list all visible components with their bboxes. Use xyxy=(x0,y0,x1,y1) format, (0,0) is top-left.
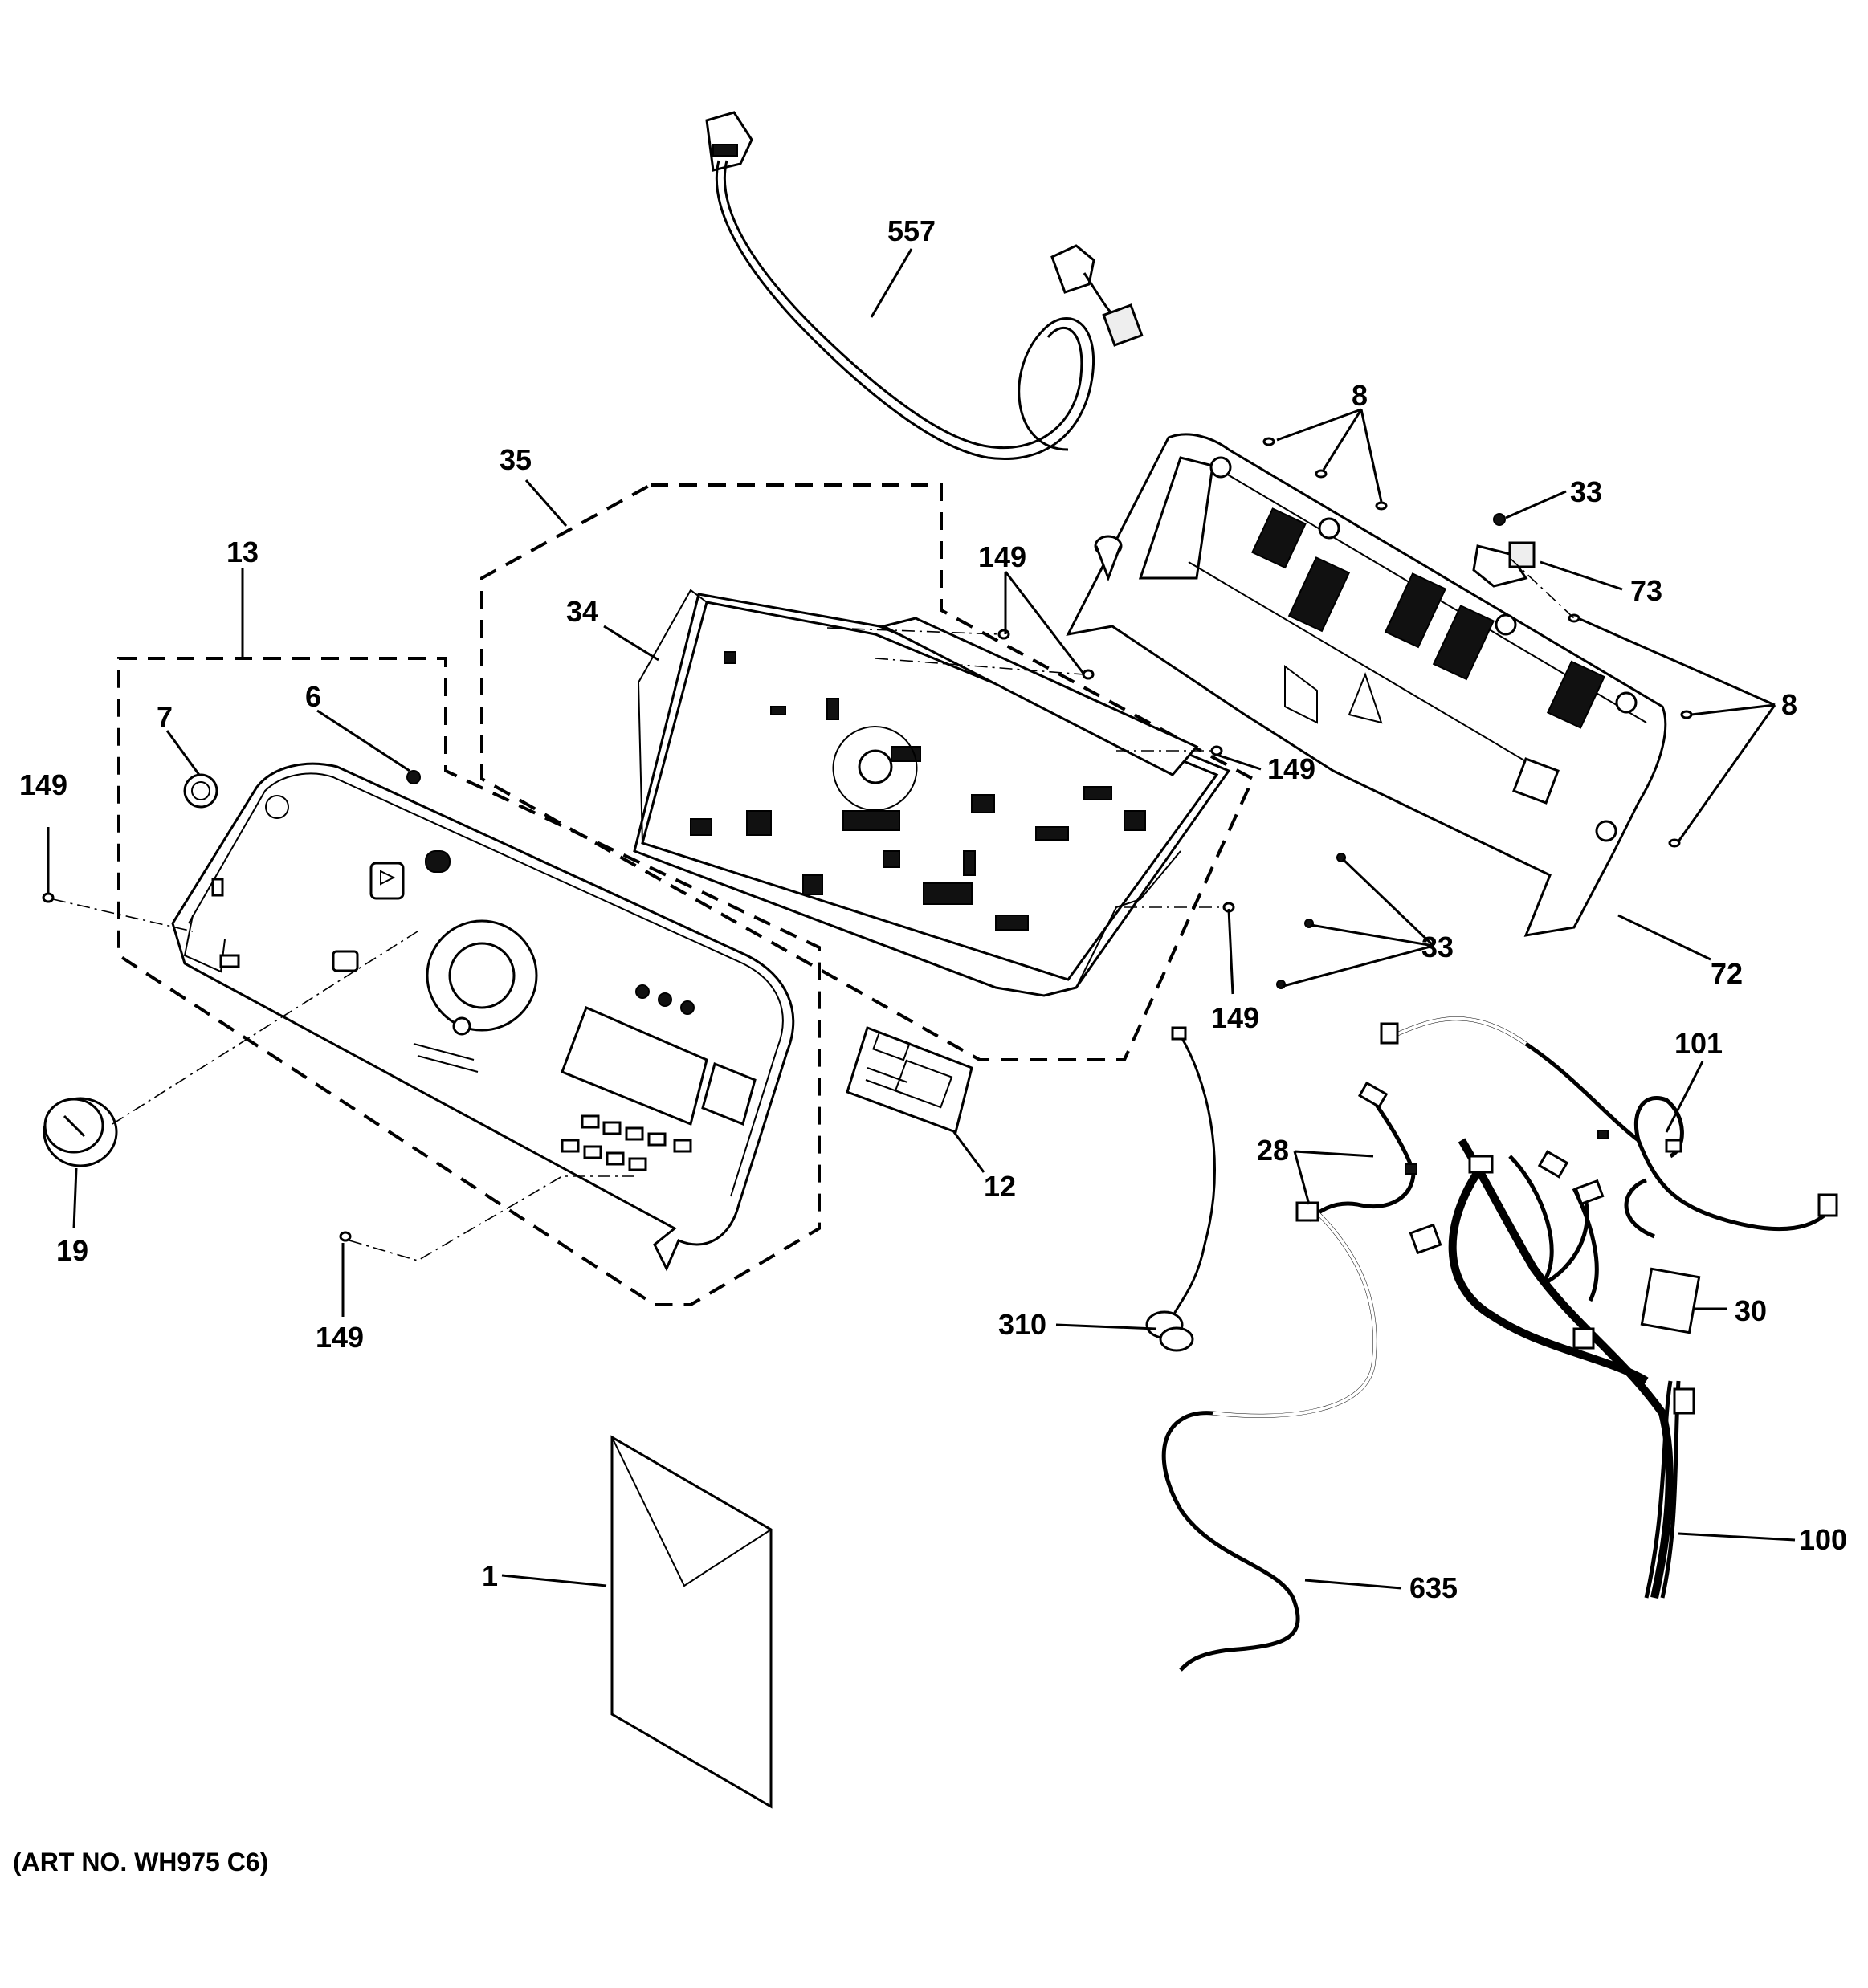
selector-knob-part xyxy=(43,1097,118,1167)
callout-1: 1 xyxy=(482,1559,498,1592)
button-part xyxy=(406,770,421,784)
callout-35: 35 xyxy=(500,443,532,476)
console-assembly-boundary xyxy=(117,657,821,1306)
callout-149-top: 149 xyxy=(978,540,1026,573)
callout-labels: 557 35 13 34 149 149 149 149 149 7 6 8 3… xyxy=(19,214,1847,1604)
rear-panel-part xyxy=(1066,433,1667,937)
callout-13: 13 xyxy=(226,536,259,568)
callout-72: 72 xyxy=(1711,957,1743,990)
callout-19: 19 xyxy=(56,1234,88,1267)
callout-557: 557 xyxy=(887,214,936,247)
callout-310: 310 xyxy=(998,1308,1046,1341)
main-wire-harness-100 xyxy=(1409,1138,1701,1599)
literature-envelope-part xyxy=(610,1435,773,1809)
callout-28: 28 xyxy=(1257,1134,1289,1167)
board-assembly-boundary xyxy=(480,483,1255,1061)
keypad-overlay-part xyxy=(846,1026,973,1134)
callout-30: 30 xyxy=(1735,1294,1767,1327)
power-cord-part xyxy=(705,111,1144,460)
callout-12: 12 xyxy=(984,1170,1016,1203)
wire-harness-28-635 xyxy=(1161,1081,1417,1672)
callout-33-top: 33 xyxy=(1570,475,1602,508)
callout-101: 101 xyxy=(1674,1027,1723,1060)
callout-149-mid: 149 xyxy=(1211,1001,1259,1034)
callout-100: 100 xyxy=(1799,1523,1847,1556)
relay-part xyxy=(1472,541,1536,588)
callout-8-top: 8 xyxy=(1352,379,1368,412)
callout-149-right: 149 xyxy=(1267,752,1315,785)
callout-149-bottom: 149 xyxy=(316,1321,364,1354)
callout-635: 635 xyxy=(1409,1571,1458,1604)
callout-7: 7 xyxy=(157,700,173,733)
callout-33-mid: 33 xyxy=(1421,931,1454,963)
knob-insert-part xyxy=(183,773,218,809)
callout-73: 73 xyxy=(1630,574,1662,607)
sensor-part xyxy=(1145,1026,1216,1352)
control-board-part xyxy=(633,589,1231,997)
callout-8-right: 8 xyxy=(1781,688,1797,721)
callout-149-left: 149 xyxy=(19,768,67,801)
mounting-reference-lines xyxy=(52,557,1575,1261)
leader-lines xyxy=(47,248,1796,1590)
callout-6: 6 xyxy=(305,680,321,713)
art-number-label: (ART NO. WH975 C6) xyxy=(13,1847,268,1876)
wire-harness-101 xyxy=(1380,1016,1838,1239)
console-part xyxy=(171,762,795,1272)
callout-34: 34 xyxy=(566,595,598,628)
